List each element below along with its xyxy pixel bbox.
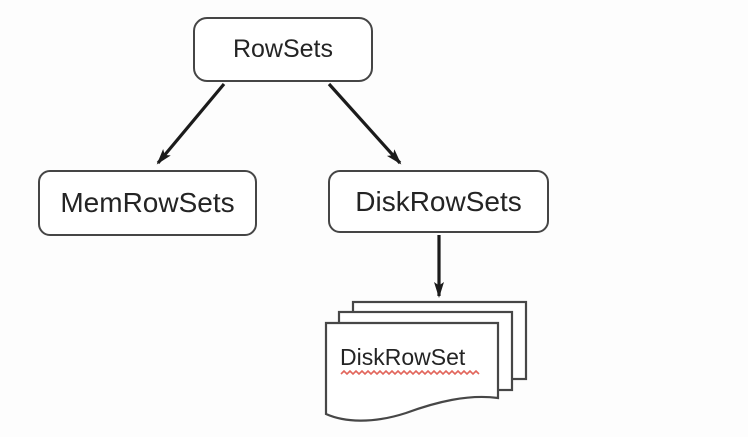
document-label: DiskRowSet: [340, 344, 466, 370]
node-rowsets: RowSets: [193, 17, 373, 82]
spellcheck-squiggle: [340, 369, 480, 376]
edge-rowsets-to-diskrowsets: [327, 82, 402, 165]
document-stack-front-page: [324, 321, 500, 422]
node-memrowsets: MemRowSets: [38, 170, 257, 236]
node-memrowsets-label: MemRowSets: [60, 187, 235, 218]
edge-rowsets-to-memrowsets: [156, 82, 226, 165]
node-diskrowsets-label: DiskRowSets: [355, 185, 522, 217]
node-rowsets-label: RowSets: [232, 35, 334, 63]
node-diskrowsets: DiskRowSets: [328, 170, 549, 233]
